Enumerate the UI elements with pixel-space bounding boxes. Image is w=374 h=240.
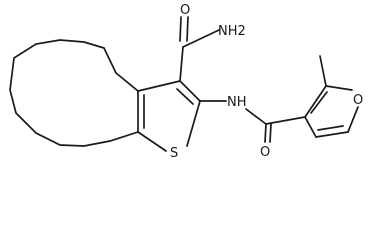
label-amide-nh: NH xyxy=(227,95,247,110)
label-amide-o: O xyxy=(260,145,270,160)
bond-nh-carbonyl xyxy=(245,108,267,125)
bond-carbonyl-o-b xyxy=(269,123,272,143)
bond-carbonyl-n xyxy=(182,29,220,48)
thiophene-ring xyxy=(137,80,201,152)
bond-f4-f3 xyxy=(304,116,317,138)
carboxamide-group xyxy=(179,16,220,82)
bond-carbonyl-o-2 xyxy=(186,16,189,42)
bond-c3-carbonyl xyxy=(179,46,184,82)
bond-c3-c2-inner xyxy=(176,88,194,105)
bond-s-c7a xyxy=(137,131,167,152)
macrocycle-bonds xyxy=(9,39,139,147)
bond-f5-f4 xyxy=(315,131,349,138)
chemical-structure-diagram: NH2 O S NH O O xyxy=(9,3,363,161)
bond-carbonyl-furan xyxy=(265,116,306,125)
bond-f2-o xyxy=(325,85,353,91)
bond-c2-s xyxy=(186,100,201,147)
cyclododecane-ring xyxy=(9,39,139,147)
label-thiophene-s: S xyxy=(170,146,178,161)
bond-carbonyl-o-1 xyxy=(179,16,182,42)
amide-linker xyxy=(199,100,306,143)
bond-f5-f4-inner xyxy=(317,125,344,131)
bond-c3a-c3 xyxy=(137,80,181,92)
bond-f3-f2-inner xyxy=(310,91,328,114)
label-furan-o: O xyxy=(353,93,363,108)
bond-methyl xyxy=(319,55,327,87)
label-carboxamide-o: O xyxy=(180,3,190,18)
furan-ring xyxy=(304,55,359,138)
bond-carbonyl-o-a xyxy=(264,123,267,143)
bond-f3-f2 xyxy=(304,85,327,118)
label-carboxamide-nh2: NH2 xyxy=(218,24,246,39)
bond-c3-c2 xyxy=(179,80,201,102)
bond-o-f5 xyxy=(347,106,359,133)
molecule-drawing: NH2 O S NH O O xyxy=(9,3,363,161)
